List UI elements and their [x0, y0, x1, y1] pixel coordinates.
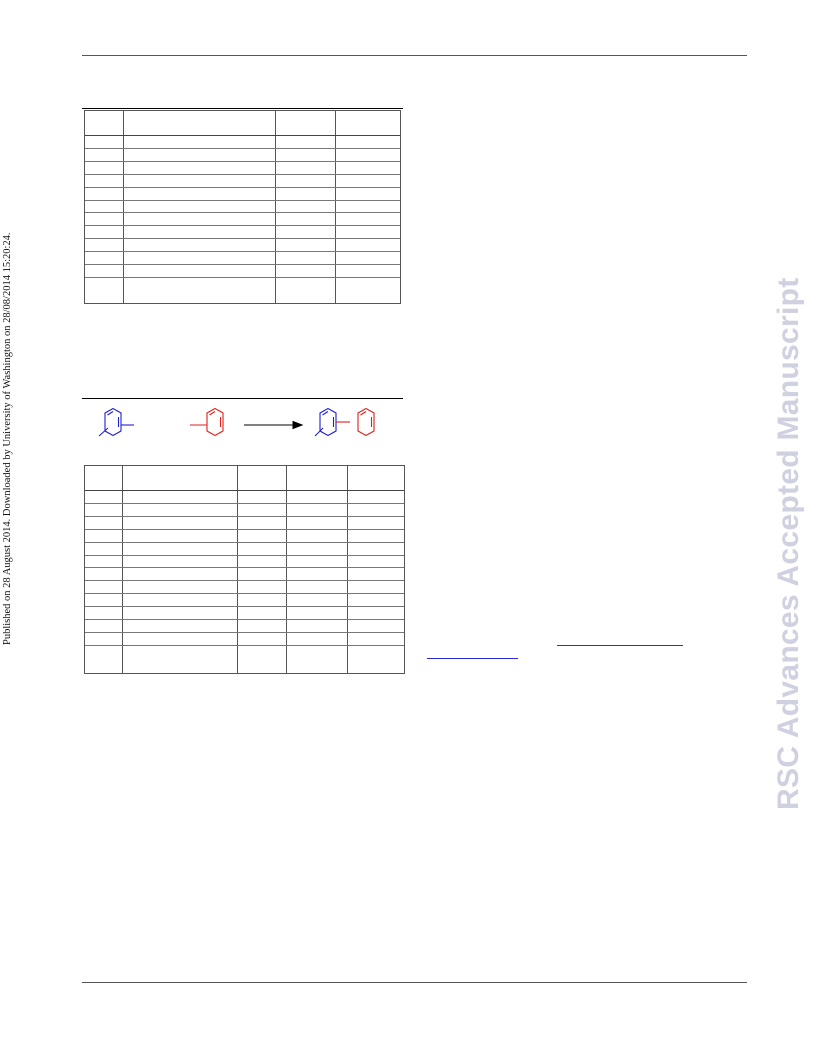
- table-row: [85, 490, 404, 491]
- column-divider: [335, 111, 336, 303]
- table-row: [85, 606, 404, 608]
- watermark: RSC Advances Accepted Manuscript: [772, 277, 805, 810]
- table-row: [85, 593, 404, 595]
- table1-top-rule: [82, 108, 403, 109]
- table-row: [85, 160, 400, 162]
- reaction-arrow: [244, 420, 304, 430]
- table-row: [85, 135, 400, 136]
- table-row: [85, 264, 400, 265]
- publication-note: Published on 28 August 2014. Downloaded …: [2, 232, 13, 645]
- table-row: [85, 515, 404, 517]
- column-divider: [237, 466, 238, 673]
- footer-rule: [82, 982, 747, 983]
- table-row: [85, 186, 400, 188]
- table-row: [85, 554, 404, 556]
- table-row: [85, 644, 404, 646]
- table-row: [85, 631, 404, 633]
- column-divider: [347, 466, 348, 673]
- table-row: [85, 238, 400, 240]
- table-1: [84, 110, 401, 304]
- table-row: [85, 173, 400, 175]
- table-row: [85, 619, 404, 620]
- table-row: [85, 541, 404, 543]
- table-row: [85, 147, 400, 149]
- biaryl-product: [314, 407, 375, 437]
- phenyl-reactant-ring: [190, 407, 224, 437]
- scheme-top-rule: [82, 398, 403, 399]
- column-divider: [275, 111, 276, 303]
- table-row: [85, 567, 404, 569]
- table-row: [85, 199, 400, 201]
- table-row: [85, 212, 400, 214]
- header-rule: [82, 55, 747, 56]
- table-row: [85, 276, 400, 278]
- reaction-scheme: [98, 407, 375, 437]
- aryl-reactant-ring: [98, 407, 134, 437]
- table-row: [85, 502, 404, 504]
- reference-link-continued[interactable]: [427, 658, 518, 659]
- column-divider: [286, 466, 287, 673]
- table-row: [85, 251, 400, 253]
- table-row: [85, 225, 400, 227]
- table-row: [85, 580, 404, 582]
- column-divider: [123, 111, 124, 303]
- table-row: [85, 528, 404, 530]
- table-2: [84, 465, 405, 674]
- reference-link[interactable]: [557, 645, 683, 646]
- column-divider: [122, 466, 123, 673]
